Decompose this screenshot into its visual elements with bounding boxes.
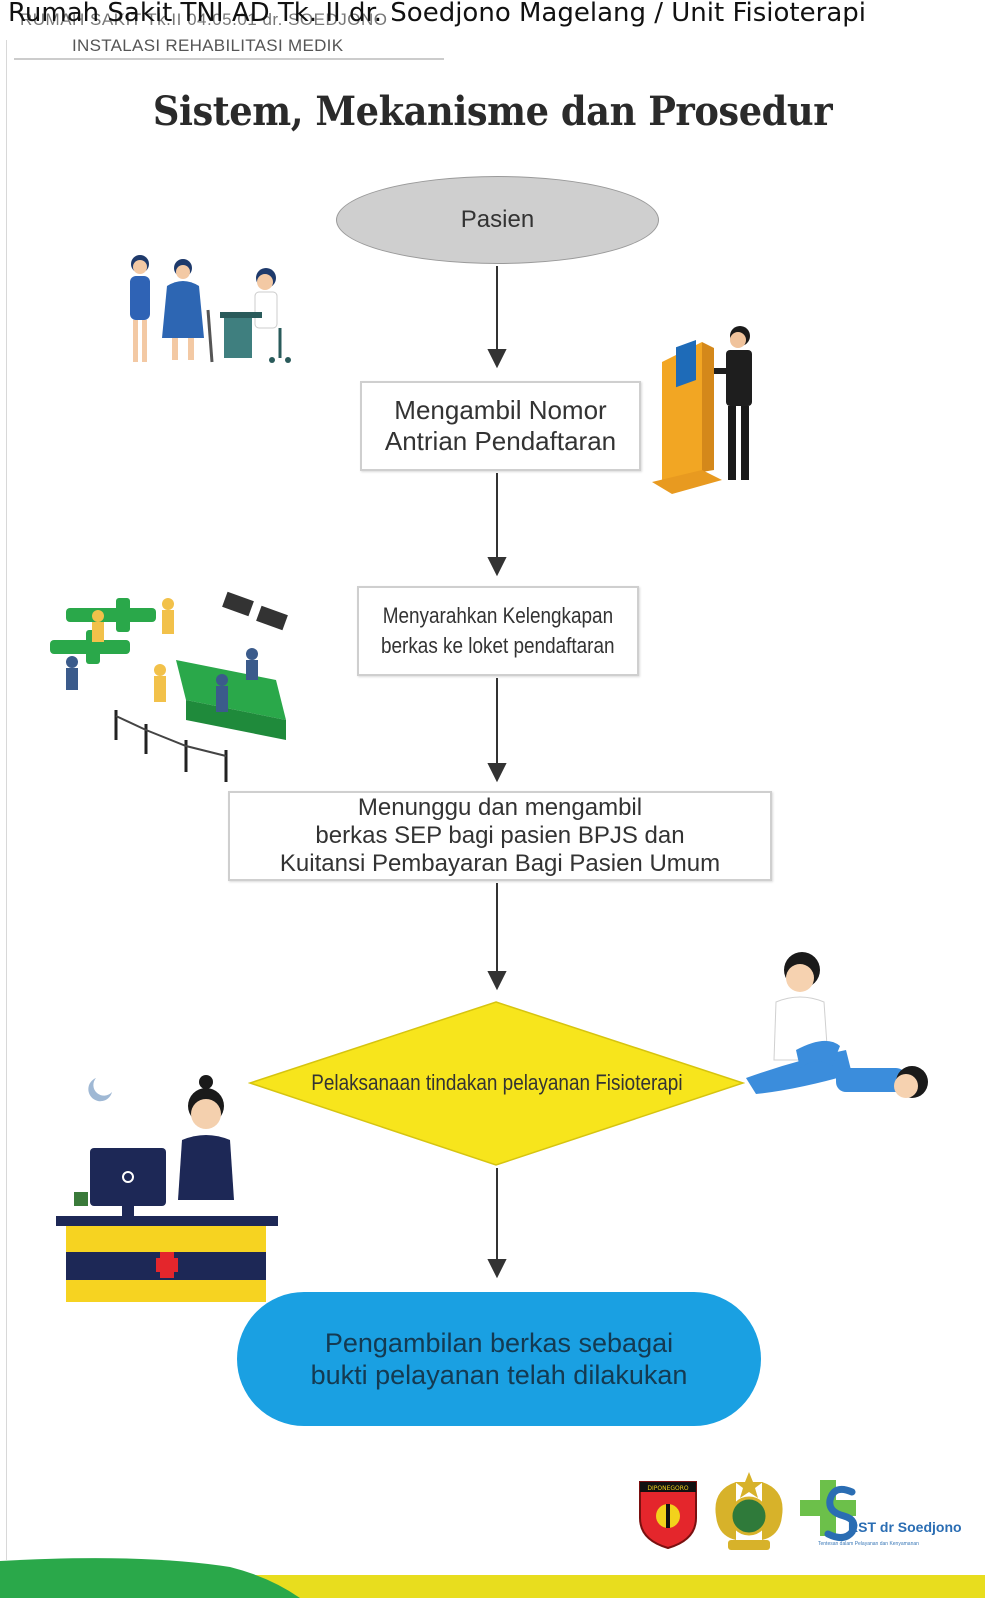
badge-text: DIPONEGORO: [647, 1485, 689, 1492]
rst-logo-wordmark: RST dr Soedjono: [848, 1519, 962, 1535]
step1-line2: Antrian Pendaftaran: [384, 426, 617, 456]
step3-line1: Menunggu dan mengambil: [357, 794, 643, 821]
end-node-collect-proof: Pengambilan berkas sebagai bukti pelayan…: [237, 1292, 761, 1426]
diponegoro-badge-logo: DIPONEGORO: [639, 1481, 697, 1550]
arrowhead-5: [487, 1259, 507, 1279]
diagram-title: Sistem, Mekanisme dan Prosedur: [152, 88, 833, 135]
nurse-reception-illustration: [56, 1075, 278, 1302]
step-wait-and-collect: Menunggu dan mengambil berkas SEP bagi p…: [228, 791, 772, 881]
arrowhead-4: [487, 971, 507, 991]
step-take-queue-number: Mengambil Nomor Antrian Pendaftaran: [360, 381, 641, 471]
rst-logo-tagline: Tentesan dalam Pelayanan dan Kenyamanan: [818, 1541, 919, 1547]
army-emblem-logo: [715, 1472, 783, 1550]
arrowhead-2: [487, 557, 507, 577]
step2-line1: Menyarahkan Kelengkapan: [382, 603, 614, 628]
start-node-pasien: Pasien: [336, 176, 659, 264]
patients-illustration: [130, 255, 291, 363]
step-submit-documents: Menyarahkan Kelengkapan berkas ke loket …: [357, 586, 639, 676]
document-title-overlay: Rumah Sakit TNI AD Tk. II dr. Soedjono M…: [8, 0, 866, 28]
decision-diamond: [248, 1001, 745, 1166]
queue-kiosk-illustration: [652, 326, 752, 494]
step3-line3: Kuitansi Pembayaran Bagi Pasien Umum: [279, 850, 721, 877]
arrowhead-3: [487, 763, 507, 783]
arrowhead-1: [487, 349, 507, 369]
step2-line2: berkas ke loket pendaftaran: [381, 633, 615, 658]
registration-counter-illustration: [50, 591, 288, 782]
step3-line2: berkas SEP bagi pasien BPJS dan: [315, 822, 685, 849]
decision-label: Pelaksanaan tindakan pelayanan Fisiotera…: [248, 1060, 745, 1106]
end-line1: Pengambilan berkas sebagai: [324, 1328, 674, 1358]
decision-text: Pelaksanaan tindakan pelayanan Fisiotera…: [310, 1070, 683, 1095]
end-line2: bukti pelayanan telah dilakukan: [310, 1360, 688, 1390]
page-left-border: [6, 40, 7, 1560]
footer-color-band: [0, 1558, 985, 1598]
header-unit-name: INSTALASI REHABILITASI MEDIK: [72, 36, 344, 55]
header-hospital-name: RUMAH SAKIT Tk.II 04.05.01 dr. SOEDJONO: [20, 10, 388, 29]
rst-soedjono-logo-mark: [800, 1480, 858, 1541]
physiotherapy-illustration: [746, 952, 928, 1098]
header-divider: [14, 58, 444, 60]
step1-line1: Mengambil Nomor: [394, 395, 607, 425]
